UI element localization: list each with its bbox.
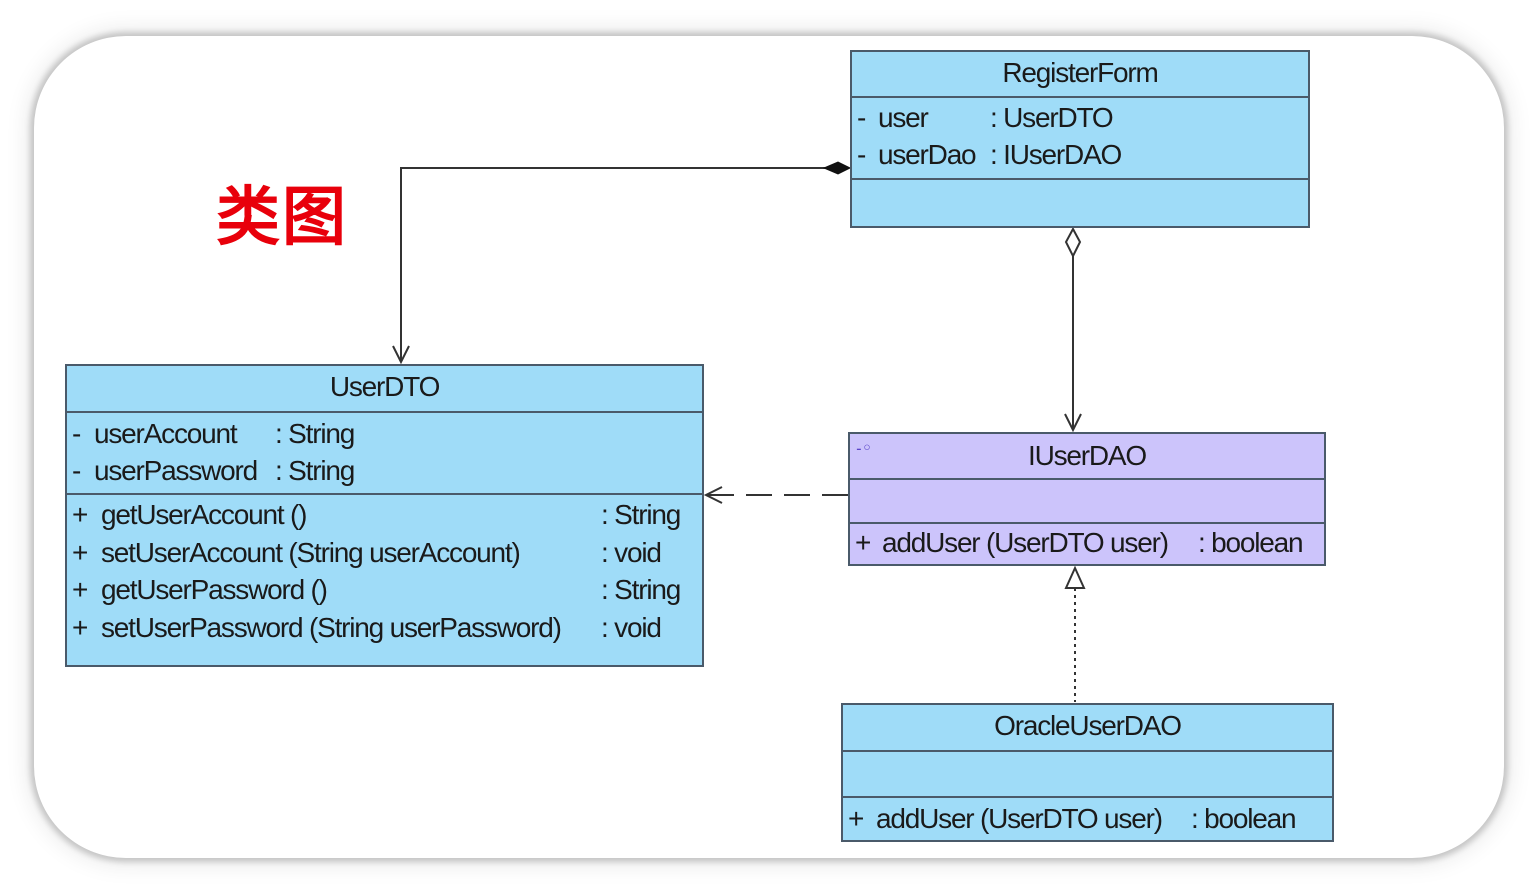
class-name-section: OracleUserDAO	[843, 705, 1332, 750]
realization-triangle	[1064, 565, 1086, 589]
attributes-section: - user : UserDTO - userDao : IUserDAO	[852, 96, 1308, 178]
attributes-section	[850, 478, 1324, 522]
methods-section	[852, 178, 1308, 226]
class-name: OracleUserDAO	[994, 710, 1182, 741]
aggregation-connector	[1064, 256, 1082, 433]
attributes-section	[843, 750, 1332, 796]
attributes-section: - userAccount : String - userPassword : …	[67, 411, 702, 493]
class-name: RegisterForm	[1002, 57, 1158, 88]
class-name-section: UserDTO	[67, 366, 702, 411]
composition-diamond	[822, 161, 852, 175]
class-user-dto: UserDTO - userAccount : String - userPas…	[65, 364, 704, 667]
diagram-title: 类图	[216, 181, 348, 255]
class-oracle-user-dao: OracleUserDAO + addUser (UserDTO user) :…	[841, 703, 1334, 842]
interface-iuser-dao: ˗◦ IUserDAO + addUser (UserDTO user) : b…	[848, 432, 1326, 566]
class-name-section: ˗◦ IUserDAO	[850, 434, 1324, 478]
class-register-form: RegisterForm - user : UserDTO - userDao …	[850, 50, 1310, 228]
aggregation-diamond	[1064, 226, 1082, 259]
methods-section: + getUserAccount () : String + setUserAc…	[67, 493, 702, 665]
composition-connector	[392, 167, 828, 365]
dependency-connector	[703, 486, 848, 504]
interface-icon: ˗◦	[856, 438, 873, 459]
methods-section: + addUser (UserDTO user) : boolean	[850, 522, 1324, 564]
methods-section: + addUser (UserDTO user) : boolean	[843, 796, 1332, 840]
class-name: UserDTO	[329, 371, 441, 402]
class-name: IUserDAO	[1028, 440, 1147, 471]
class-name-section: RegisterForm	[852, 52, 1308, 96]
